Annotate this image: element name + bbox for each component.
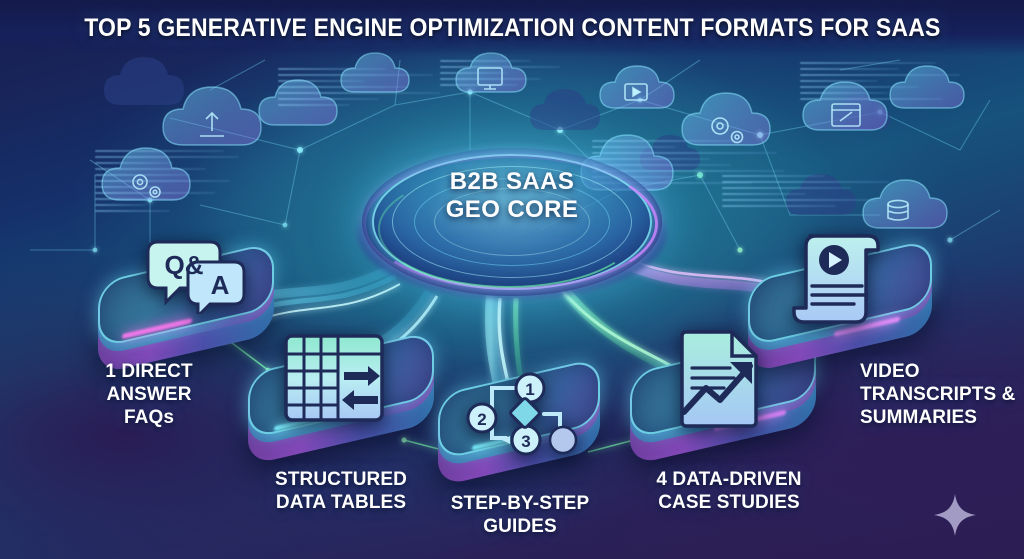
- cloud-browser-window-icon: [831, 103, 861, 127]
- page-title: TOP 5 GENERATIVE ENGINE OPTIMIZATION CON…: [83, 13, 941, 42]
- format-label-1: 1 DIRECT ANSWER FAQs: [105, 361, 193, 429]
- cloud-outline-group: [101, 52, 965, 229]
- code-snippet-lower-right: [722, 175, 912, 211]
- hub-label: B2B SAAS GEO CORE: [356, 168, 668, 225]
- code-snippet-left: [95, 150, 245, 216]
- code-snippet-top: [278, 68, 458, 110]
- format-label-4: 4 DATA-DRIVEN CASE STUDIES: [656, 469, 802, 514]
- cloud-browser-window-icon: [802, 81, 888, 131]
- title-bar: TOP 5 GENERATIVE ENGINE OPTIMIZATION CON…: [0, 0, 1024, 56]
- code-snippet-right: [800, 62, 970, 104]
- qa-a-text: A: [211, 270, 230, 300]
- document-growth-chart-icon: [672, 328, 772, 428]
- cloud-video-icon: [624, 83, 648, 101]
- format-label-3: STEP-BY-STEP GUIDES: [450, 493, 590, 538]
- format-label-5: VIDEO TRANSCRIPTS & SUMMARIES: [860, 361, 1016, 429]
- cloud-glyphs: [132, 67, 909, 221]
- video-transcript-scroll-icon: [792, 230, 892, 330]
- flow-node-3: 3: [521, 432, 530, 451]
- hub-label-line2: GEO CORE: [445, 196, 579, 224]
- hub-ring-purple-accent: [366, 158, 658, 290]
- cloud-upload-icon: [200, 111, 224, 137]
- qa-q-text: Q&: [165, 250, 204, 280]
- cloud-database-icon: [862, 179, 948, 229]
- qa-speech-bubbles-icon: Q& A: [140, 236, 252, 314]
- cloud-gears-icon: [681, 92, 771, 146]
- cloud-plain-icon: [258, 79, 338, 126]
- hub-label-line1: B2B SAAS: [449, 168, 575, 195]
- cloud-gears-icon: [101, 147, 191, 201]
- flow-node-2: 2: [477, 410, 486, 429]
- hub-ring-inner: [434, 188, 590, 256]
- flowchart-steps-icon: 1 2 3: [460, 372, 584, 456]
- cloud-monitor-icon: [477, 67, 503, 90]
- cloud-gears-icon: [132, 174, 161, 198]
- cloud-plain-icon: [889, 65, 965, 109]
- hub-ring-3: [414, 178, 610, 266]
- code-snippet-center: [440, 60, 570, 90]
- flow-node-1: 1: [525, 380, 534, 399]
- cloud-video-icon: [599, 65, 675, 109]
- data-table-exchange-icon: [282, 330, 386, 426]
- sparkle-star-icon: [932, 492, 978, 543]
- cloud-database-icon: [887, 199, 909, 221]
- cloud-gears-icon: [711, 117, 744, 144]
- format-label-2: STRUCTURED DATA TABLES: [275, 469, 407, 514]
- hub-ring-green-accent: [378, 170, 640, 288]
- central-hub[interactable]: B2B SAAS GEO CORE: [356, 120, 668, 305]
